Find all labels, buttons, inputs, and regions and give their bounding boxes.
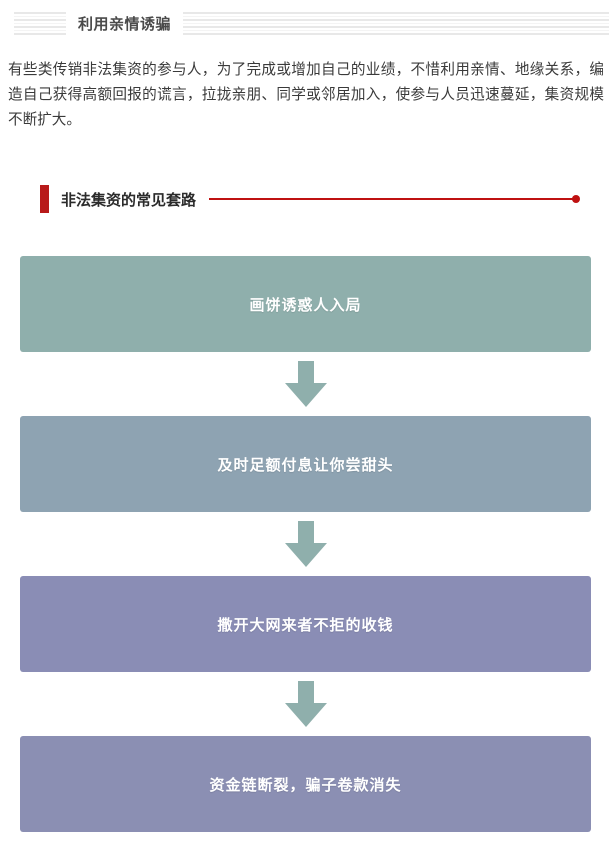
flow-arrow-container xyxy=(20,672,591,736)
flow-step-label: 及时足额付息让你尝甜头 xyxy=(217,455,394,474)
down-arrow-icon xyxy=(284,361,327,407)
down-arrow-shaft xyxy=(297,361,314,385)
flow-step-box: 资金链断裂，骗子卷款消失 xyxy=(20,736,591,832)
flow-step-box: 及时足额付息让你尝甜头 xyxy=(20,416,591,512)
down-arrow-head xyxy=(284,543,327,567)
section-heading: 非法集资的常见套路 xyxy=(40,183,580,215)
page-title: 利用亲情诱骗 xyxy=(78,14,172,33)
page-banner: 利用亲情诱骗 xyxy=(0,0,611,46)
flow-arrow-container xyxy=(20,512,591,576)
banner-stripes-left-decoration xyxy=(14,10,66,36)
down-arrow-head xyxy=(284,703,327,727)
section-accent-bar xyxy=(40,185,49,213)
flow-step-box: 画饼诱惑人入局 xyxy=(20,256,591,352)
section-divider-line xyxy=(209,198,573,200)
down-arrow-icon xyxy=(284,521,327,567)
down-arrow-icon xyxy=(284,681,327,727)
flow-step-label: 画饼诱惑人入局 xyxy=(249,295,362,314)
flow-arrow-container xyxy=(20,352,591,416)
section-title: 非法集资的常见套路 xyxy=(61,190,197,209)
flow-step-label: 撒开大网来者不拒的收钱 xyxy=(217,615,394,634)
banner-stripes-right-decoration xyxy=(183,10,609,36)
flow-step-box: 撒开大网来者不拒的收钱 xyxy=(20,576,591,672)
down-arrow-shaft xyxy=(297,681,314,705)
flow-chart: 画饼诱惑人入局 及时足额付息让你尝甜头 撒开大网来者不拒的收钱 资金链断裂，骗子… xyxy=(20,256,591,832)
intro-paragraph: 有些类传销非法集资的参与人，为了完成或增加自己的业绩，不惜利用亲情、地缘关系，编… xyxy=(8,61,604,128)
flow-step-label: 资金链断裂，骗子卷款消失 xyxy=(209,775,402,794)
down-arrow-shaft xyxy=(297,521,314,545)
section-end-dot-icon xyxy=(572,195,580,203)
down-arrow-head xyxy=(284,383,327,407)
